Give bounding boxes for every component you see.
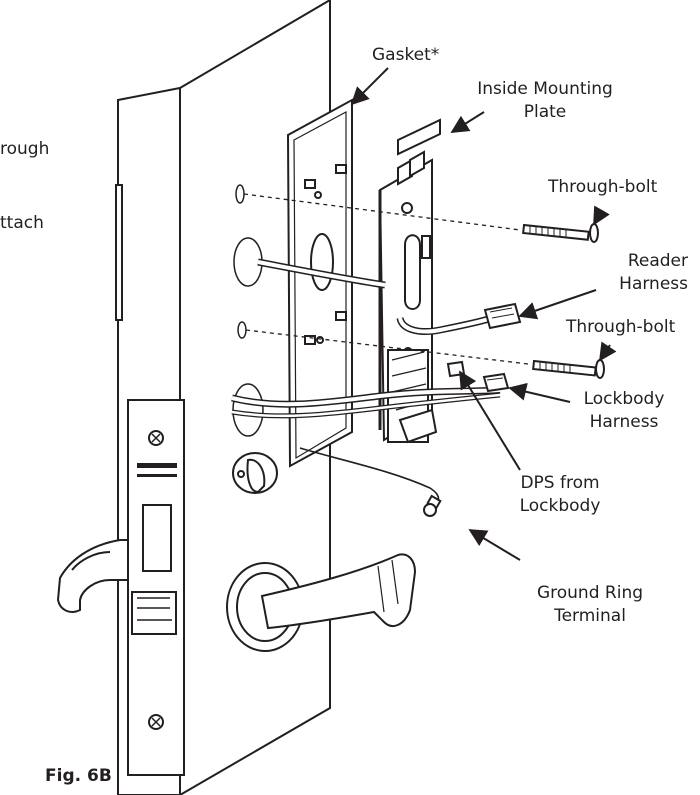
label-through-bolt-mid: Through-bolt: [566, 317, 676, 337]
gasket: [286, 98, 353, 468]
label-lockbody-harness: Lockbody Harness: [583, 389, 665, 432]
figure-label: Fig. 6B: [45, 766, 112, 786]
through-bolt-mid: [532, 359, 605, 379]
thumbturn: [232, 452, 278, 494]
door-holes: [232, 184, 264, 437]
leader-arrows: [350, 67, 617, 561]
cables: [231, 258, 501, 503]
label-dps-from-lockbody: DPS from Lockbody: [519, 473, 601, 516]
label-reader-harness: Reader Harness: [619, 251, 688, 294]
label-through-bolt-top: Through-bolt: [548, 177, 658, 197]
inside-lever: [226, 553, 417, 652]
reader-harness-connector: [483, 302, 522, 330]
through-bolt-top: [522, 223, 599, 243]
cropped-text-line2: ttach: [0, 213, 44, 233]
outside-lever: [56, 539, 129, 613]
cropped-text-line1: rough: [0, 139, 50, 159]
label-inside-mounting-plate: Inside Mounting Plate: [477, 79, 613, 122]
lock-faceplate: [127, 399, 185, 776]
label-gasket: Gasket*: [372, 45, 440, 65]
lockbody-harness-connector: [482, 372, 510, 393]
ground-ring-terminal: [423, 494, 442, 517]
alignment-lines: [243, 193, 529, 365]
label-ground-ring-terminal: Ground Ring Terminal: [536, 583, 644, 626]
